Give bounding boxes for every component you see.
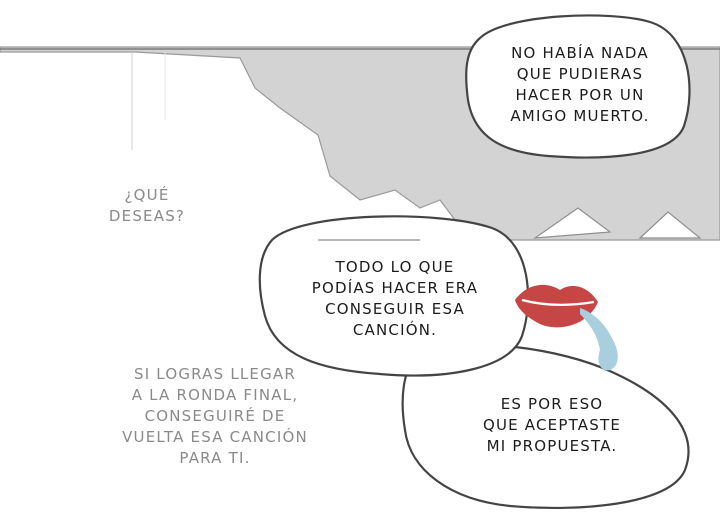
window-peak-left (532, 207, 612, 239)
floating-text-question: ¿QUÉ DESEAS? (108, 186, 186, 225)
floating-text-offer: SI LOGRAS LLEGAR A LA RONDA FINAL, CONSE… (122, 365, 308, 467)
drool-icon (580, 308, 618, 371)
speech-bubble-top-right (465, 14, 691, 159)
lips-mouth-line (521, 298, 595, 306)
window-peak-right (638, 211, 702, 239)
bubble-text-bottom: ES POR ESO QUE ACEPTASTE MI PROPUESTA. (482, 395, 622, 455)
speech-bubble-middle (258, 215, 530, 377)
bubble-text-top-right: NO HABÍA NADA QUE PUDIERAS HACER POR UN … (510, 44, 650, 125)
speech-bubble-bottom (401, 343, 690, 510)
lips-icon (515, 284, 598, 328)
bubble-text-middle: TODO LO QUE PODÍAS HACER ERA CONSEGUIR E… (311, 258, 479, 339)
